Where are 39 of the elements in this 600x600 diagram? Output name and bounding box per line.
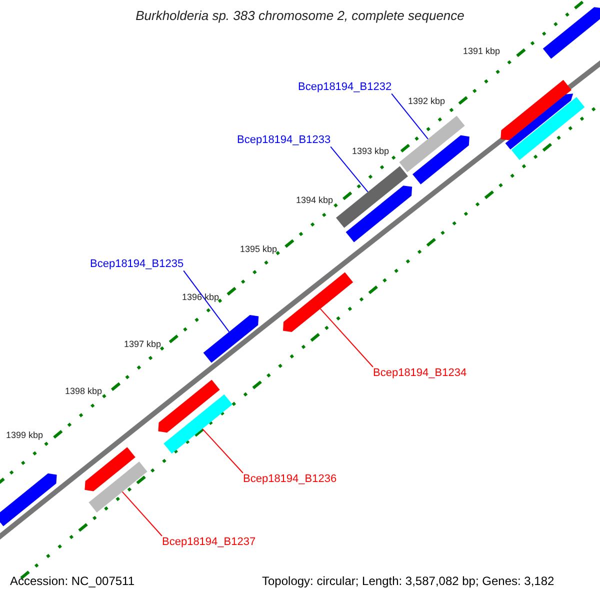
info-text: Accession: NC_007511 — [10, 575, 135, 589]
gene-bar — [0, 473, 57, 526]
title: Burkholderia sp. 383 chromosome 2, complete sequence — [134, 9, 466, 24]
scale-label: 1391 kbp — [463, 46, 500, 56]
gene-bar — [542, 7, 600, 59]
gene-label: Bcep18194_B1235 — [90, 258, 184, 271]
gene-bar — [412, 135, 470, 184]
scale-label: 1393 kbp — [352, 146, 390, 156]
gene-bar — [399, 116, 465, 172]
gene-label: Bcep18194_B1233 — [237, 134, 331, 147]
leader-line — [122, 491, 162, 536]
leader-line — [202, 428, 244, 474]
gene-label: Bcep18194_B1232 — [298, 81, 392, 94]
scale-label: 1397 kbp — [124, 339, 162, 350]
scale-label: 1399 kbp — [6, 430, 44, 440]
gene-bar — [336, 166, 408, 228]
gene-label: Bcep18194_B1236 — [243, 473, 337, 486]
leader-line — [183, 270, 230, 332]
scale-label: 1394 kbp — [296, 195, 334, 206]
gene-bar — [500, 80, 572, 140]
gene-bar — [511, 97, 585, 160]
info-text: Topology: circular; Length: 3,587,082 bp; Genes: 3,182 — [262, 575, 554, 589]
leader-line — [320, 308, 374, 368]
scale-label: 1398 kbp — [65, 386, 102, 396]
gene-bar — [88, 462, 148, 512]
scale-label: 1392 kbp — [408, 96, 446, 106]
gene-bar — [203, 315, 259, 363]
gene-label: Bcep18194_B1234 — [373, 367, 467, 380]
gene-bar — [505, 94, 574, 150]
gene-bar — [158, 380, 220, 433]
scale-label: 1396 kbp — [182, 292, 220, 302]
scale-label: 1395 kbp — [240, 244, 278, 254]
leader-line — [330, 146, 368, 192]
gene-bar — [84, 447, 136, 492]
gene-label: Bcep18194_B1237 — [162, 536, 256, 549]
leader-line — [391, 93, 428, 140]
gene-bar — [283, 272, 354, 332]
gene-bar — [164, 394, 232, 454]
gene-bar — [346, 186, 412, 242]
